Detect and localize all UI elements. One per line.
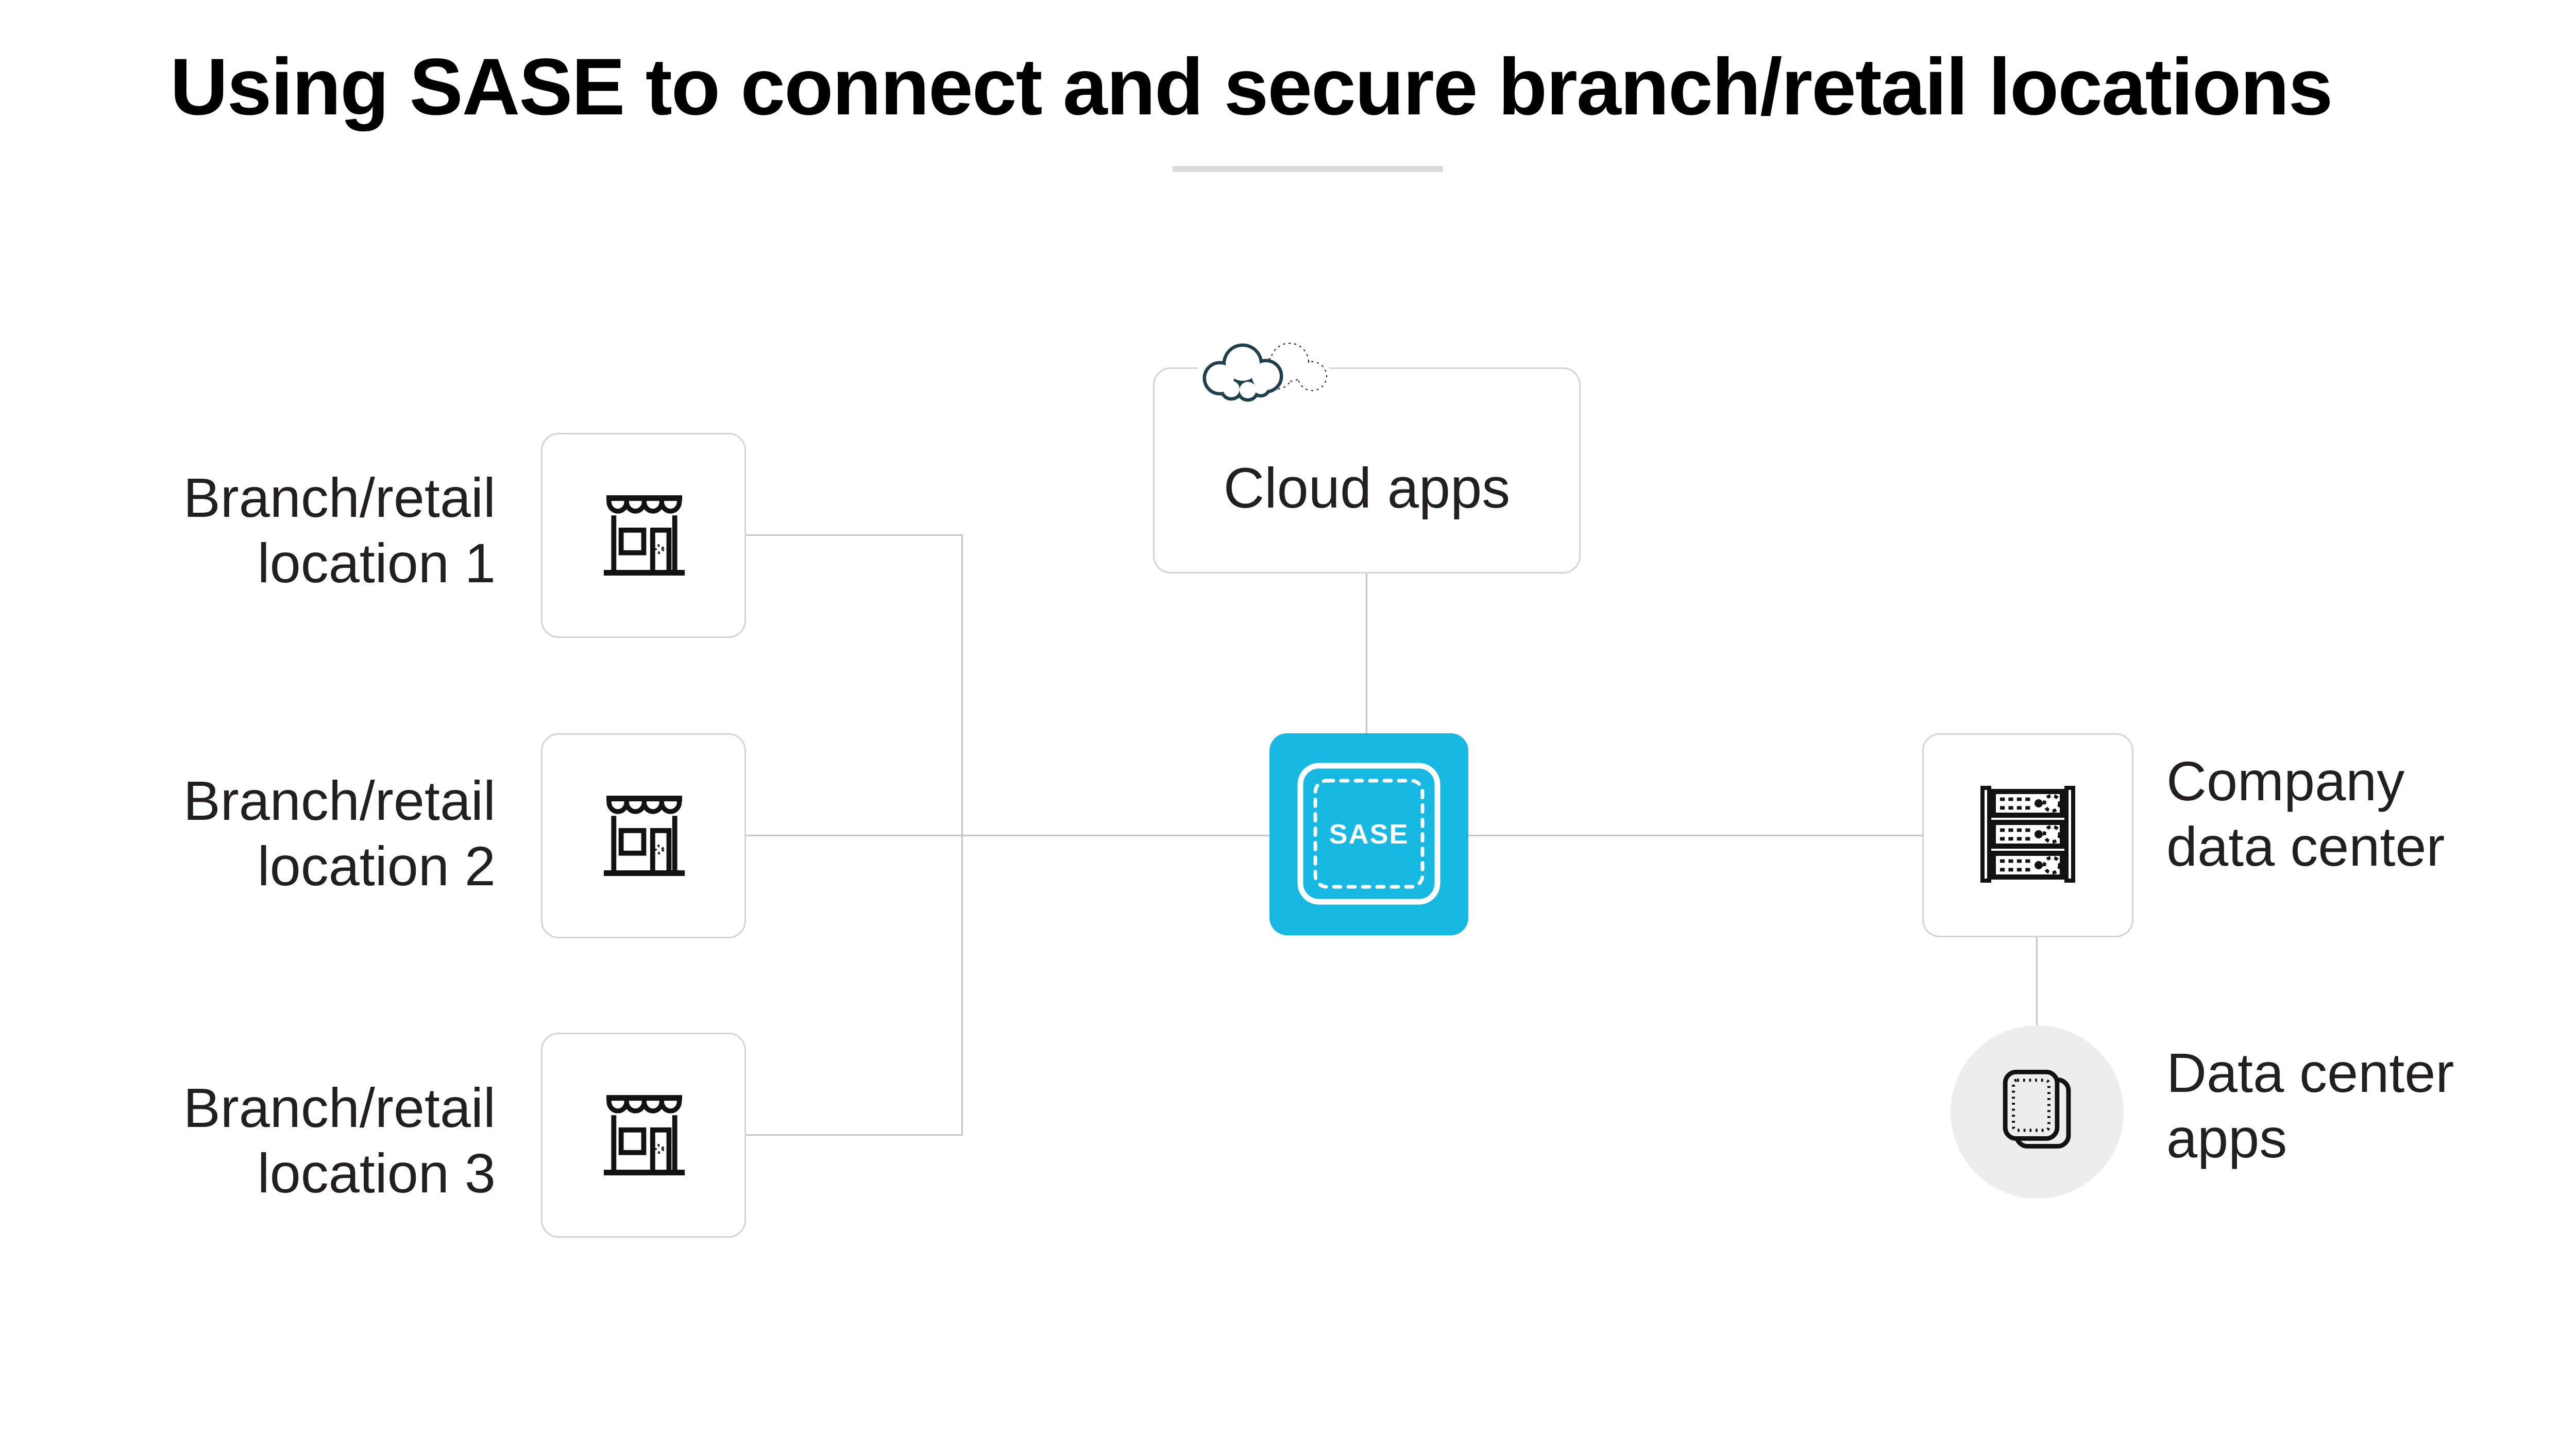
connector-sase-to-datacenter [1468,835,1922,836]
sase-node: SASE [1269,733,1468,935]
data-center-apps-node [1951,1025,2124,1199]
branch-3-label: Branch/retail location 3 [183,1076,496,1204]
branch-2-label: Branch/retail location 2 [183,769,496,897]
cloud-apps-node: Cloud apps [1153,367,1581,574]
server-rack-icon [1978,785,2077,886]
storefront-icon [591,1083,697,1188]
page-title: Using SASE to connect and secure branch/… [170,42,2333,132]
cloud-apps-label: Cloud apps [1223,457,1511,520]
connector-datacenter-to-apps [2036,937,2038,1025]
sase-dashed-frame-icon [1297,763,1440,905]
storefront-icon [591,783,697,889]
company-data-center-label: Company data center [2166,750,2445,878]
cloud-icon [1195,334,1350,411]
stacked-app-icon [1998,1069,2076,1155]
branch-3-node [541,1033,746,1238]
branch-1-label: Branch/retail location 1 [183,466,496,594]
connector-branch-bus [961,534,963,1136]
connector-branch3-to-bus [746,1134,962,1136]
storefront-icon [591,483,697,588]
connector-branch1-to-bus [746,534,962,536]
branch-2-node [541,733,746,938]
company-data-center-node [1922,733,2133,937]
data-center-apps-label: Data center apps [2166,1041,2454,1169]
title-underline [1173,166,1443,172]
connector-cloud-to-sase [1366,574,1367,733]
branch-1-node [541,433,746,638]
sase-label: SASE [1329,819,1409,850]
connector-branch2-to-sase [746,835,1269,836]
